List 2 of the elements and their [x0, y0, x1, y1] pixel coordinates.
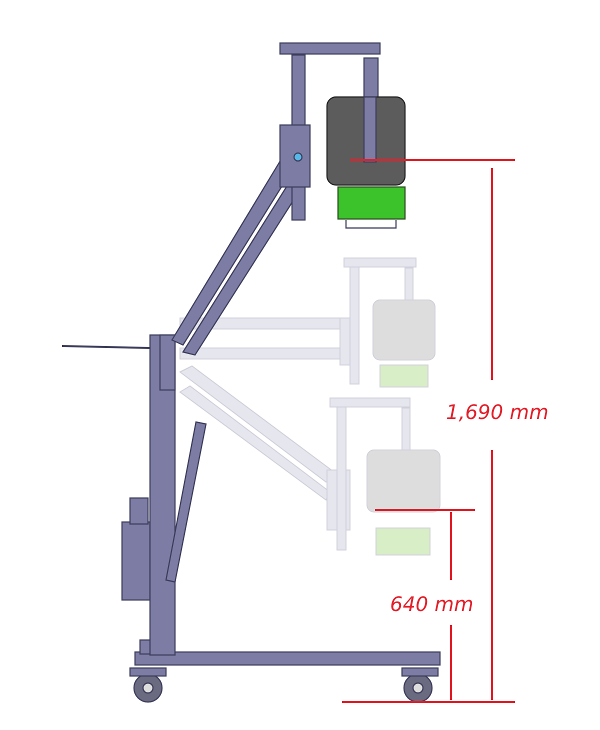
dimension-label: 1,690 mm	[446, 402, 549, 422]
dimension-label: 640 mm	[390, 594, 474, 614]
